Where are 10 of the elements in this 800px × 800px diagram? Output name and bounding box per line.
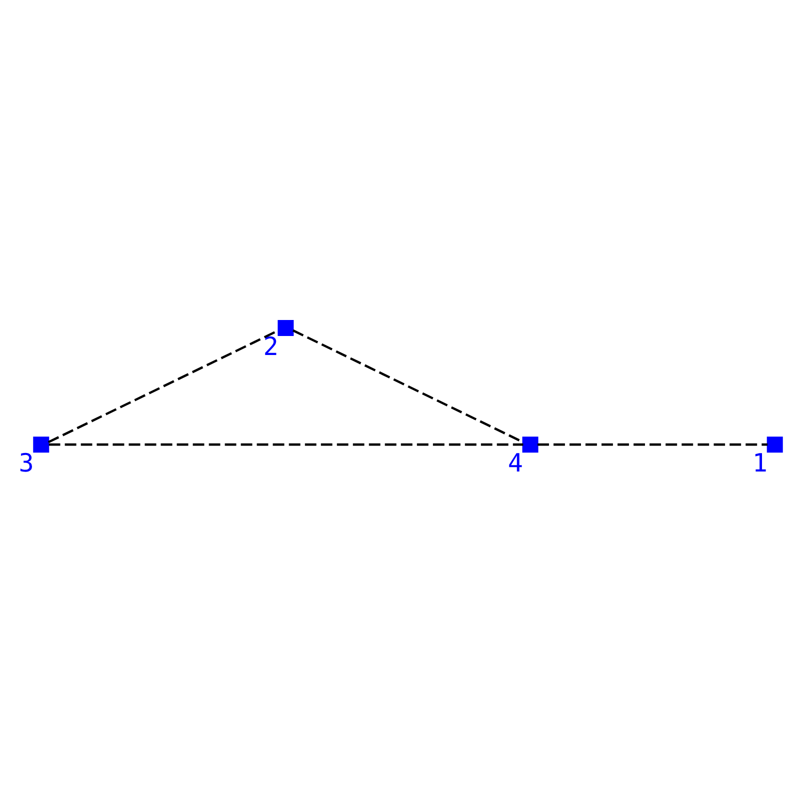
node-label: 2 [263, 332, 278, 361]
node-label: 3 [18, 448, 34, 478]
node-label: 1 [752, 448, 768, 478]
node-label: 4 [508, 448, 523, 478]
connector [538, 443, 768, 446]
node-box [766, 436, 783, 453]
node-box [278, 320, 294, 336]
connector [48, 443, 524, 446]
node-box [33, 436, 50, 453]
node-box [522, 436, 538, 453]
